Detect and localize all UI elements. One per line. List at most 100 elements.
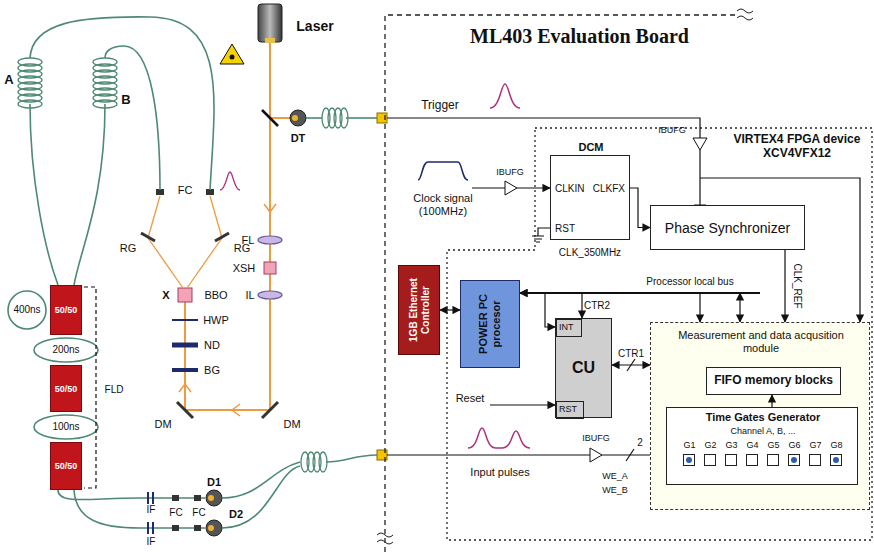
node-text: G4 — [742, 440, 763, 450]
photon-path — [148, 196, 183, 288]
fiber-coil — [18, 100, 42, 108]
fiber-coil — [93, 100, 117, 108]
beam-splitter — [262, 110, 278, 126]
trigger-wire — [700, 178, 860, 322]
node-box: POWER PC procesor — [460, 280, 520, 368]
delay-loop — [34, 338, 98, 362]
part-label: B — [121, 93, 130, 108]
clock-waveform — [418, 162, 468, 180]
node-text: POWER PC procesor — [477, 283, 502, 365]
node-text: FIFO memory blocks — [714, 374, 833, 388]
node-box: 50/50 — [50, 285, 82, 335]
node-text: 50/50 — [55, 305, 78, 315]
gate-cell — [683, 454, 695, 466]
input-wire — [387, 454, 590, 455]
trigger-wire — [387, 118, 700, 138]
half-wave-plate — [172, 319, 198, 321]
region-border — [447, 128, 872, 540]
part-label: DM — [283, 418, 300, 431]
break-mark — [377, 533, 393, 544]
part-label: HWP — [203, 314, 229, 327]
part-label: Reset — [456, 392, 485, 405]
part-label: IBUFG — [658, 125, 686, 135]
node-text: VIRTEX4 FPGA device XCV4VFX12 — [727, 133, 867, 161]
fiber-connector — [172, 495, 179, 501]
part-label: A — [4, 73, 13, 88]
connector — [630, 188, 650, 228]
part-label: D2 — [229, 508, 243, 521]
connector — [771, 395, 772, 407]
part-label: BG — [204, 364, 220, 377]
focusing-lens — [258, 236, 282, 244]
detector — [206, 490, 222, 506]
node-text: G2 — [700, 440, 721, 450]
part-label: DT — [291, 132, 306, 145]
trigger-beam — [270, 117, 290, 119]
node-text: RST — [559, 404, 577, 414]
fiber-b — [105, 46, 160, 190]
interference-filter — [148, 522, 153, 534]
part-label: DM — [154, 418, 171, 431]
connector — [612, 364, 650, 365]
gate-cell — [704, 454, 716, 466]
bg-filter — [172, 368, 198, 372]
node-box: DCMCLKINCLKFXRST — [550, 155, 630, 240]
part-label: ND — [204, 339, 220, 352]
node-text: G3 — [721, 440, 742, 450]
part-label: Clock signal (100MHz) — [403, 192, 483, 217]
node-text: 50/50 — [55, 461, 78, 471]
gate-cell — [809, 454, 821, 466]
node-text: CLKFX — [593, 183, 625, 195]
gate-cell — [725, 454, 737, 466]
node-box: 1GB Ethernet Controller — [398, 265, 440, 355]
laser-body — [258, 4, 282, 42]
laser-warning-sign — [220, 44, 244, 64]
part-label: IF — [147, 504, 156, 516]
photon-path — [187, 196, 222, 288]
part-label: WE_A — [602, 471, 628, 481]
gate-cell — [830, 454, 842, 466]
laser-beam — [185, 43, 270, 410]
part-label: 200ns — [52, 344, 79, 356]
ibufg-buffer — [505, 181, 517, 195]
part-label: FC — [178, 184, 193, 197]
part-label: XSH — [233, 262, 256, 275]
rg-mirror — [141, 233, 155, 241]
clock-wire — [517, 187, 550, 188]
node-text: G1 — [679, 440, 700, 450]
gate-cell — [746, 454, 758, 466]
fiber-connector — [172, 525, 179, 531]
fiber-coil — [319, 452, 327, 472]
part-label: 2 — [637, 437, 643, 449]
beam-direction — [179, 384, 191, 392]
ibufg-buffer — [590, 448, 602, 462]
node-text: G6 — [784, 440, 805, 450]
gate-cell — [767, 454, 779, 466]
fiber-a — [30, 17, 214, 190]
bus-width-slash — [626, 449, 634, 461]
part-label: Input pulses — [470, 466, 529, 479]
part-label: BBO — [204, 289, 227, 302]
part-label: Laser — [296, 18, 333, 34]
node-text: DCM — [551, 141, 631, 154]
fiber — [58, 490, 205, 500]
part-label: D1 — [207, 476, 221, 489]
warning-symbol — [230, 55, 235, 60]
xsh-crystal — [264, 262, 276, 274]
fiber-connector — [194, 495, 201, 501]
module-background — [650, 322, 870, 510]
gate-cell — [788, 454, 800, 466]
detector-window — [292, 115, 298, 121]
interrupt-wire — [545, 293, 555, 327]
detector-window — [208, 525, 214, 531]
bbo-crystal — [178, 288, 192, 302]
node-box: Time Gates GeneratorChannel A, B, ...G1G… — [666, 407, 858, 485]
part-label: 100ns — [52, 421, 79, 433]
dichroic-mirror — [262, 402, 278, 418]
part-label: FC — [192, 507, 205, 519]
node-box: 50/50 — [50, 442, 82, 490]
node-text: 50/50 — [55, 383, 78, 393]
fiber — [222, 466, 300, 528]
node-text: Time Gates Generator — [667, 411, 859, 424]
